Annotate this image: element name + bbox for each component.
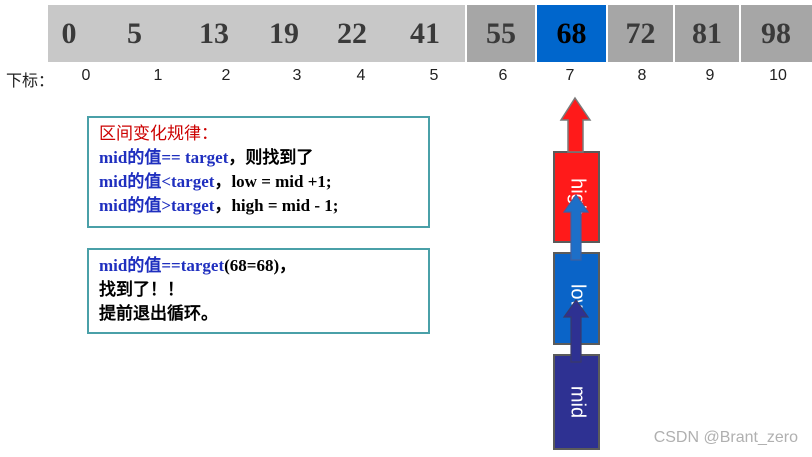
rules-box: 区间变化规律： mid的值== target，则找到了 mid的值<target… [87, 116, 430, 228]
result-exit: 提前退出循环。 [99, 304, 218, 323]
index-3: 3 [292, 67, 302, 84]
result-found: 找到了！！ [99, 280, 184, 299]
index-10: 10 [769, 67, 787, 84]
rule-greater: mid的值>target，high = mid - 1; [99, 194, 418, 218]
index-0: 0 [81, 67, 91, 84]
array-cell-4: 22 [319, 5, 385, 62]
array-cell-9: 81 [674, 5, 740, 62]
index-label: 下标： [6, 73, 55, 90]
mid-pointer-label: mid [566, 385, 588, 419]
rule-equal: mid的值== target，则找到了 [99, 146, 418, 170]
rule-greater-condition: mid的值>target [99, 196, 215, 215]
rule-less: mid的值<target，low = mid +1; [99, 170, 418, 194]
rules-title: 区间变化规律： [99, 124, 218, 143]
result-condition: mid的值==target(68=68)， [99, 254, 418, 278]
array-cell-2: 13 [179, 5, 249, 62]
array-cell-0: 0 [48, 5, 90, 62]
low-pointer-bar: low [553, 252, 600, 345]
array-cell-3: 19 [249, 5, 319, 62]
mid-pointer-bar: mid [553, 354, 600, 450]
array-cell-5: 41 [385, 5, 465, 62]
high-pointer-label: high [566, 178, 588, 216]
result-condition-values: (68=68)， [224, 256, 297, 275]
index-4: 4 [356, 67, 366, 84]
index-5: 5 [429, 67, 439, 84]
cell-divider [606, 5, 608, 62]
result-condition-text: mid的值==target [99, 256, 225, 275]
rule-less-action: ，low = mid +1; [214, 172, 332, 191]
index-2: 2 [221, 67, 231, 84]
cell-divider [673, 5, 675, 62]
index-1: 1 [153, 67, 163, 84]
cell-divider [535, 5, 537, 62]
array-cell-7: 68 [536, 5, 607, 62]
rule-equal-action: ，则找到了 [228, 148, 314, 167]
high-arrow-icon [559, 96, 592, 153]
low-pointer-label: low [566, 283, 588, 314]
rule-equal-condition: mid的值== target [99, 148, 229, 167]
cell-divider [739, 5, 741, 62]
high-pointer-bar: high [553, 151, 600, 243]
array-cell-10: 98 [740, 5, 812, 62]
array-cell-8: 72 [607, 5, 674, 62]
watermark: CSDN @Brant_zero [653, 429, 798, 446]
result-box: mid的值==target(68=68)， 找到了！！ 提前退出循环。 [87, 248, 430, 334]
array-cell-6: 55 [466, 5, 536, 62]
index-7: 7 [565, 67, 575, 84]
array-cell-1: 5 [90, 5, 179, 62]
index-6: 6 [498, 67, 508, 84]
index-8: 8 [637, 67, 647, 84]
index-9: 9 [705, 67, 715, 84]
cell-divider [465, 5, 467, 62]
rule-greater-action: ，high = mid - 1; [214, 196, 339, 215]
rule-less-condition: mid的值<target [99, 172, 215, 191]
